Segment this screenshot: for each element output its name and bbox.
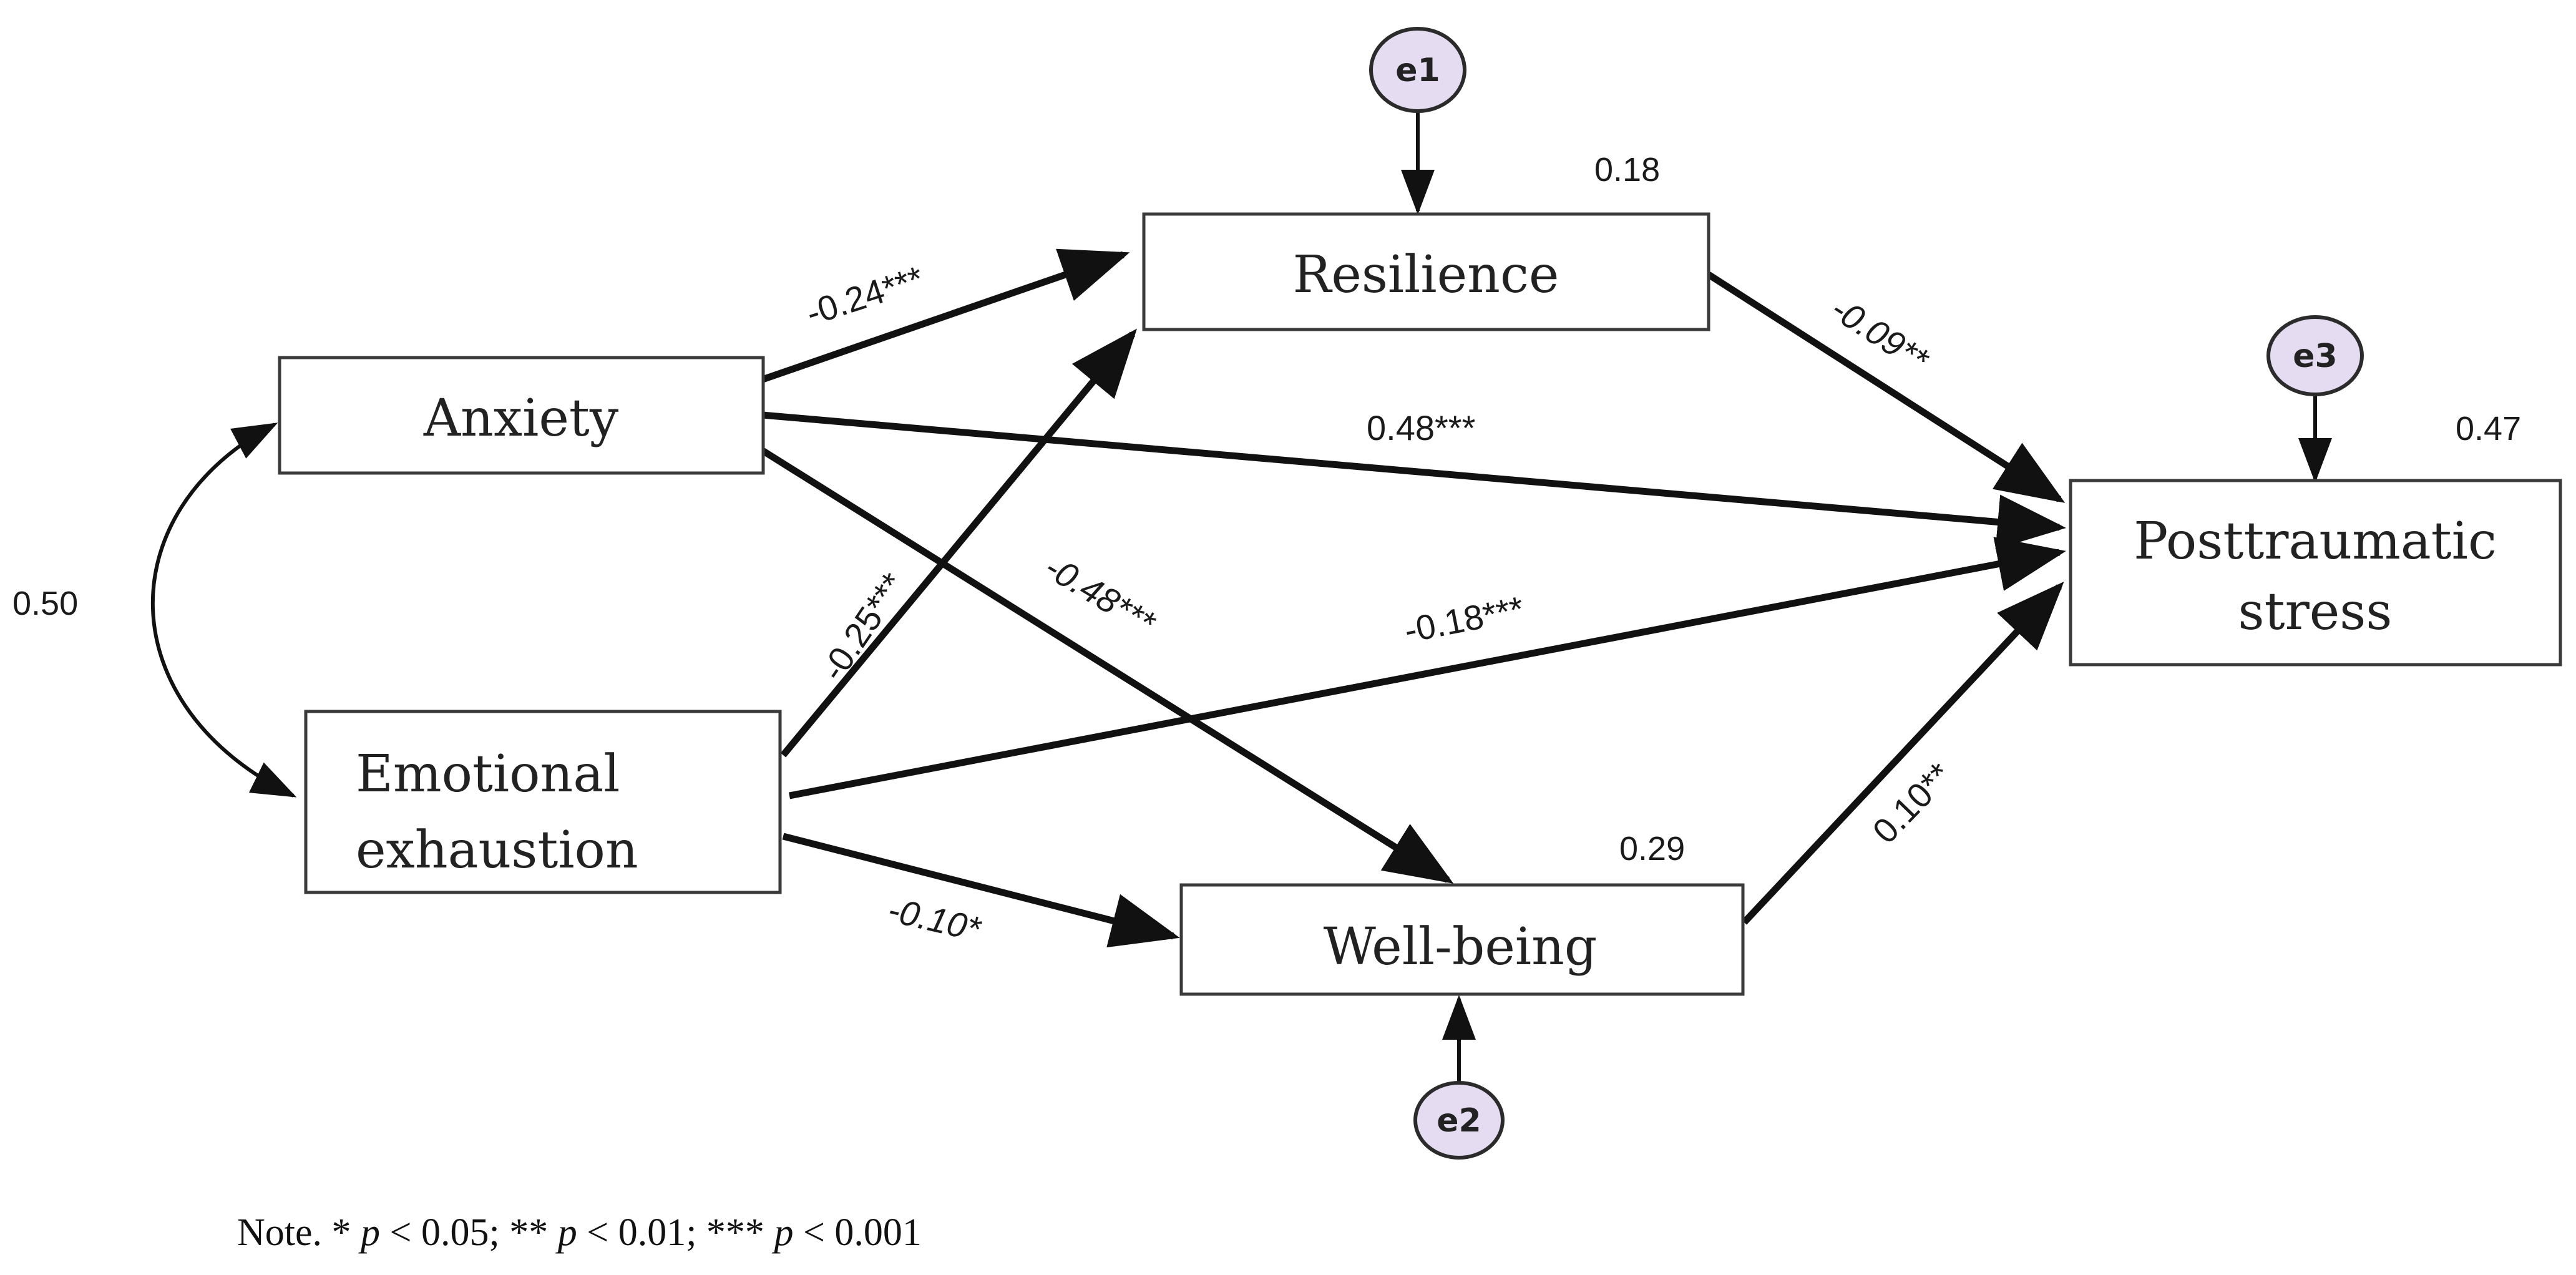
path-anxiety-resilience	[761, 248, 1130, 383]
note-t2: < 0.01; ***	[577, 1211, 774, 1254]
node-anxiety: Anxiety	[278, 356, 765, 475]
node-resilience: Resilience	[1142, 212, 1710, 331]
node-wellbeing-label: Well-being	[1324, 917, 1598, 977]
path-emotional-wellbeing	[782, 833, 1180, 948]
node-emotional-exhaustion: Emotional exhaustion	[304, 710, 782, 894]
note-p2: p	[555, 1211, 577, 1254]
path-emotional-resilience	[780, 328, 1138, 758]
coef-emotional-resilience: -0.25***	[813, 565, 913, 687]
coef-anxiety-wellbeing: -0.48***	[1038, 547, 1163, 643]
coef-anxiety-resilience: -0.24***	[801, 258, 928, 333]
note-prefix: Note. *	[237, 1211, 361, 1254]
coef-emotional-wellbeing: -0.10*	[884, 889, 985, 949]
coef-anxiety-pts: 0.48***	[1367, 408, 1475, 447]
error-e3: e3	[2266, 315, 2364, 396]
node-pts-label-line2: stress	[2238, 582, 2393, 642]
coef-resilience-pts: -0.09**	[1824, 288, 1936, 380]
path-anxiety-wellbeing	[761, 447, 1454, 884]
path-wellbeing-pts	[1741, 581, 2064, 925]
node-wellbeing: Well-being	[1179, 883, 1745, 996]
error-e2: e2	[1413, 1081, 1505, 1160]
path-emotional-pts	[788, 537, 2066, 799]
r2-pts: 0.47	[2456, 410, 2521, 447]
error-e1: e1	[1369, 27, 1466, 113]
note-t3: < 0.001	[793, 1211, 921, 1254]
note-t1: < 0.05; **	[380, 1211, 558, 1254]
path-anxiety-pts	[762, 411, 2066, 550]
node-pts-label-line1: Posttraumatic	[2134, 512, 2497, 571]
r2-wellbeing: 0.29	[1619, 830, 1685, 867]
significance-note: Note. * p < 0.05; ** p < 0.01; *** p < 0…	[237, 1211, 922, 1254]
node-resilience-label: Resilience	[1293, 245, 1559, 305]
covariance-arrow	[150, 423, 297, 798]
node-posttraumatic-stress: Posttraumatic stress	[2069, 479, 2562, 667]
node-anxiety-label: Anxiety	[423, 389, 619, 448]
error-e1-label: e1	[1395, 52, 1440, 89]
error-e2-label: e2	[1437, 1102, 1481, 1140]
note-p3: p	[771, 1211, 793, 1254]
node-emotional-label-line1: Emotional	[356, 745, 620, 804]
r2-resilience: 0.18	[1594, 151, 1660, 188]
coef-emotional-pts: -0.18***	[1401, 589, 1527, 650]
covariance-value: 0.50	[12, 585, 78, 622]
coef-wellbeing-pts: 0.10**	[1865, 755, 1959, 851]
node-emotional-label-line2: exhaustion	[356, 821, 638, 880]
path-resilience-pts	[1707, 271, 2066, 503]
error-e3-label: e3	[2293, 338, 2337, 375]
note-p1: p	[358, 1211, 380, 1254]
